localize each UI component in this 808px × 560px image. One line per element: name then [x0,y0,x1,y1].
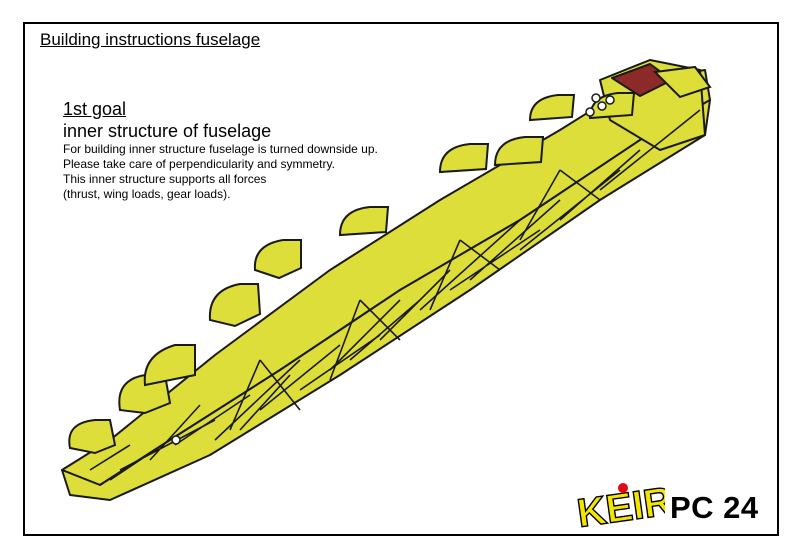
page-border [23,22,779,536]
goal-line-3: This inner structure supports all forces [63,172,267,186]
goal-line-4: (thrust, wing loads, gear loads). [63,187,231,201]
goal-line-2: Please take care of perpendicularity and… [63,157,335,171]
keiro-logo: KEIRO [575,478,665,528]
document-title: Building instructions fuselage [40,30,261,49]
goal-section: 1st goal inner structure of fuselage For… [63,98,423,202]
goal-subheading: inner structure of fuselage [63,121,272,141]
goal-heading: 1st goal [63,99,127,119]
model-id: PC 24 [670,490,759,525]
goal-line-1: For building inner structure fuselage is… [63,142,378,156]
